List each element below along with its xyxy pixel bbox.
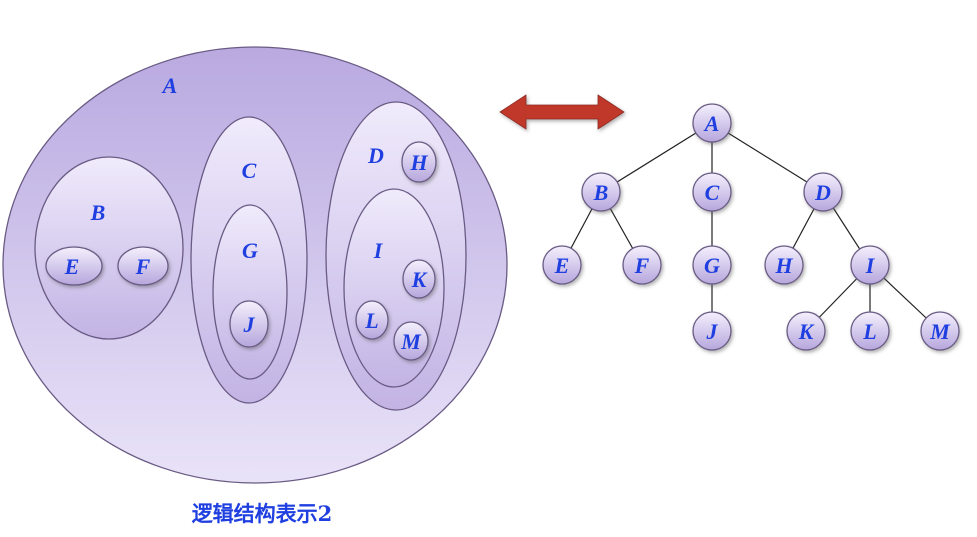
- tree-label-F: F: [634, 253, 650, 278]
- set-B-label: B: [90, 200, 106, 225]
- set-D-label: D: [367, 143, 384, 168]
- tree-label-K: K: [798, 319, 815, 344]
- set-E-node: [45, 246, 103, 286]
- set-M-node: [393, 321, 429, 361]
- tree-node-F: [622, 245, 662, 285]
- tree-label-C: C: [705, 180, 720, 205]
- tree-diagram: A B C D E F G H I J K L M: [542, 103, 960, 351]
- set-L-node: [355, 300, 389, 340]
- set-E-label: E: [64, 254, 80, 279]
- set-B-ellipse: [34, 156, 184, 340]
- tree-label-D: D: [814, 180, 831, 205]
- tree-node-M: [920, 311, 960, 351]
- tree-node-H: [764, 245, 804, 285]
- set-H-node: [401, 141, 437, 183]
- tree-label-G: G: [704, 253, 720, 278]
- set-M-label: M: [400, 329, 422, 354]
- tree-label-M: M: [929, 319, 951, 344]
- set-K-label: K: [411, 267, 428, 292]
- set-G-ellipse: [212, 204, 288, 380]
- tree-node-E: [542, 245, 582, 285]
- set-I-label: I: [373, 238, 384, 263]
- tree-label-I: I: [865, 253, 876, 278]
- set-K-node: [402, 259, 436, 299]
- venn-diagram: A B C G D I E F J H K L M: [2, 46, 508, 484]
- set-L-label: L: [364, 308, 378, 333]
- tree-node-I: [850, 245, 890, 285]
- set-C-label: C: [242, 158, 257, 183]
- set-F-label: F: [135, 254, 151, 279]
- set-J-label: J: [243, 312, 256, 337]
- tree-edges: [561, 122, 941, 332]
- set-G-label: G: [242, 238, 258, 263]
- set-A-label: A: [161, 73, 178, 98]
- tree-node-B: [581, 172, 621, 212]
- tree-label-E: E: [554, 253, 570, 278]
- tree-label-L: L: [862, 319, 876, 344]
- tree-label-A: A: [703, 111, 720, 136]
- set-F-node: [117, 246, 169, 286]
- set-J-node: [229, 300, 269, 348]
- tree-label-J: J: [706, 319, 719, 344]
- set-H-label: H: [409, 150, 428, 175]
- tree-node-K: [786, 311, 826, 351]
- tree-label-B: B: [593, 180, 609, 205]
- tree-node-D: [803, 172, 843, 212]
- double-headed-arrow-icon: [499, 94, 625, 130]
- tree-node-C: [692, 172, 732, 212]
- tree-node-A: [692, 103, 732, 143]
- tree-label-H: H: [774, 253, 793, 278]
- tree-node-L: [850, 311, 890, 351]
- tree-node-G: [692, 245, 732, 285]
- tree-node-J: [692, 311, 732, 351]
- caption: 逻辑结构表示2: [192, 501, 333, 526]
